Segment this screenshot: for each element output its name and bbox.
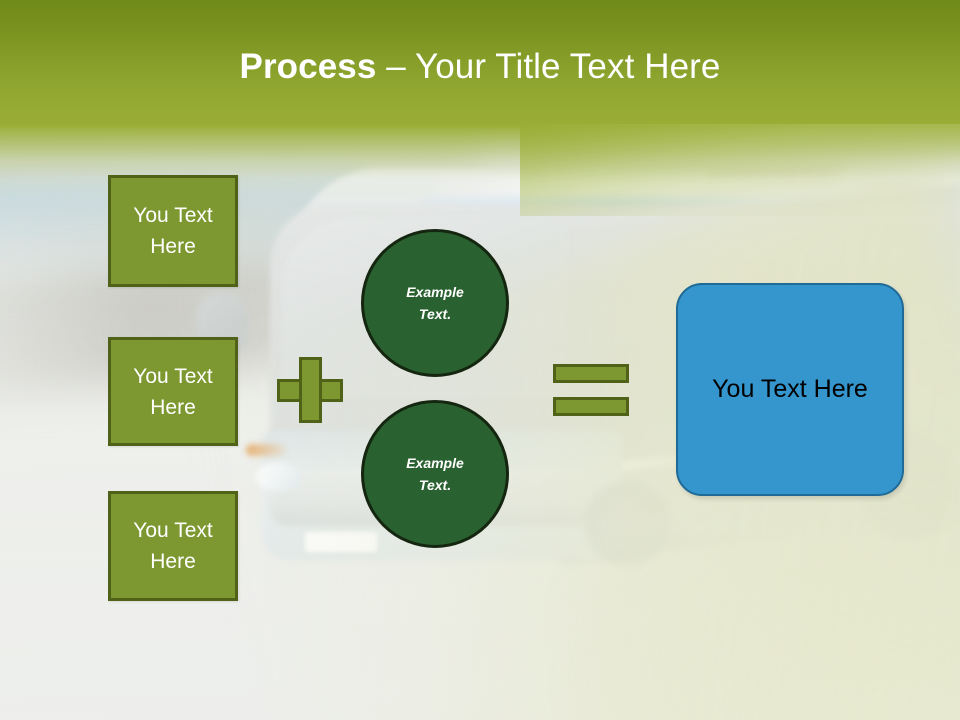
page-title-bold: Process xyxy=(239,47,377,86)
example-circle-2[interactable]: Example Text. xyxy=(361,400,509,548)
result-box-label: You Text Here xyxy=(712,375,868,403)
page-title: Process – Your Title Text Here xyxy=(0,46,960,88)
input-box-3[interactable]: You Text Here xyxy=(108,491,238,601)
result-box[interactable]: You Text Here xyxy=(676,283,904,496)
plus-operator-icon xyxy=(277,357,343,423)
example-circle-2-line1: Example xyxy=(406,455,464,471)
example-circle-1-line2: Text. xyxy=(418,306,452,322)
page-title-rest: – Your Title Text Here xyxy=(376,47,721,86)
input-box-1-label: You Text Here xyxy=(133,204,213,258)
input-box-2-label: You Text Here xyxy=(133,364,213,419)
plus-center-fill xyxy=(302,382,319,399)
input-box-3-label: You Text Here xyxy=(133,519,213,573)
equals-top-bar xyxy=(553,364,629,383)
input-box-2[interactable]: You Text Here xyxy=(108,337,238,446)
example-circle-2-line2: Text. xyxy=(418,477,452,493)
title-banner xyxy=(0,0,960,128)
equals-bottom-bar xyxy=(553,397,629,416)
equals-operator-icon xyxy=(553,364,629,416)
background-beige-glow xyxy=(580,480,960,720)
example-circle-1[interactable]: Example Text. xyxy=(361,229,509,377)
input-box-1[interactable]: You Text Here xyxy=(108,175,238,287)
example-circle-1-line1: Example xyxy=(406,284,464,300)
